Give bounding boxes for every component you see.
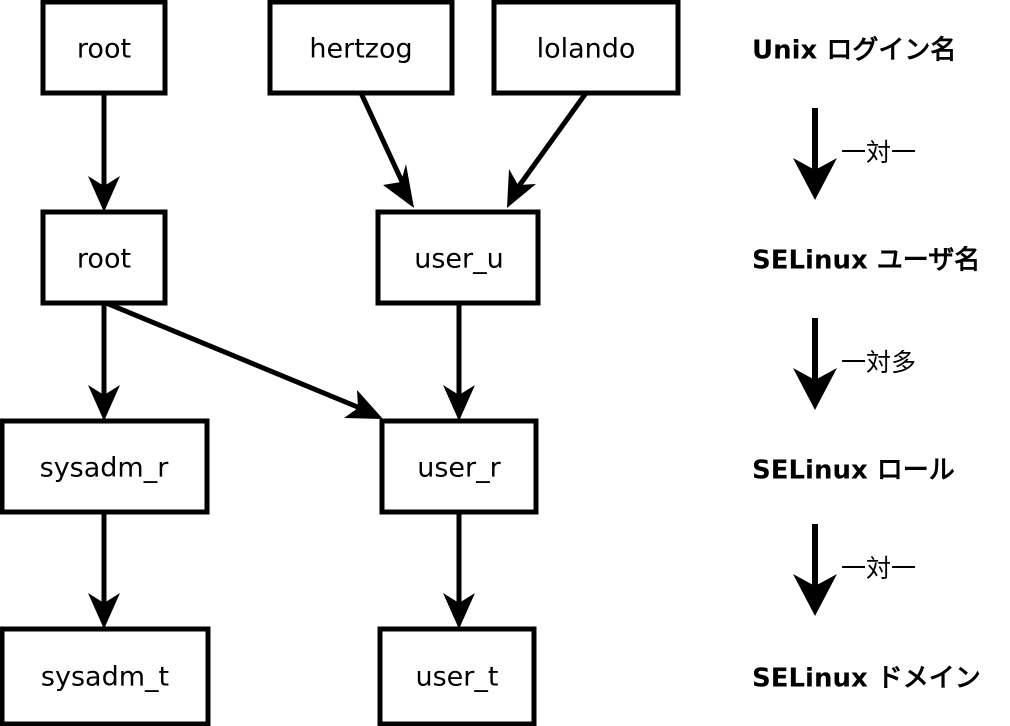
node-box [0, 626, 211, 726]
edge-seroot-to-sysadmr [88, 303, 120, 421]
edge-shaft [105, 300, 361, 411]
arrow-head-icon [793, 368, 837, 410]
arrow-head-icon [383, 164, 414, 208]
node-unix-hertzog[interactable]: hertzog [267, 0, 455, 96]
node-domain-sysadm-t[interactable]: sysadm_t [0, 626, 211, 726]
node-box [375, 209, 541, 306]
node-box [40, 209, 168, 306]
node-box [379, 418, 539, 515]
node-layer: root hertzog lolando root user_u sysadm_ [0, 0, 681, 726]
node-seuser-user-u[interactable]: user_u [375, 209, 541, 306]
node-box [0, 418, 210, 515]
node-label: user_u [414, 244, 504, 275]
legend-relation-label: 一対多 [841, 348, 916, 377]
arrow-head-icon [793, 158, 837, 200]
node-unix-root[interactable]: root [40, 0, 168, 96]
edge-shaft [358, 91, 408, 190]
node-label: lolando [537, 34, 636, 65]
edge-lolando-to-useru [507, 91, 589, 208]
arrow-head-icon [443, 593, 475, 629]
arrow-head-icon [88, 176, 120, 212]
node-label: user_t [416, 662, 499, 693]
legend-arrow-one-to-many: 一対多 [793, 318, 916, 410]
legend-selinux-user-label: SELinux ユーザ名 [752, 245, 980, 276]
legend-unix-login-label: Unix ログイン名 [752, 35, 956, 66]
node-box [267, 0, 455, 96]
edge-seroot-to-userr [105, 300, 383, 419]
edge-root-to-seroot [88, 93, 120, 212]
edge-useru-to-userr [443, 303, 475, 421]
arrow-head-icon [88, 385, 120, 421]
node-box [40, 0, 168, 96]
node-box [491, 0, 681, 96]
node-seuser-root[interactable]: root [40, 209, 168, 306]
arrow-head-icon [344, 390, 383, 419]
legend-relation-label: 一対一 [841, 138, 916, 167]
legend-selinux-role-label: SELinux ロール [752, 456, 955, 486]
legend-relation-label: 一対一 [841, 554, 916, 583]
legend-column: Unix ログイン名 一対一 SELinux ユーザ名 一対多 SELinux … [752, 35, 981, 694]
legend-selinux-domain-label: SELinux ドメイン [752, 664, 981, 694]
legend-arrow-one-to-one-upper: 一対一 [793, 108, 916, 200]
arrow-head-icon [793, 574, 837, 616]
edge-sysadmr-to-sysadmt [88, 512, 120, 629]
edge-shaft [516, 91, 589, 188]
legend-arrow-one-to-one-lower: 一対一 [793, 524, 916, 616]
edge-hertzog-to-useru [358, 91, 414, 208]
node-unix-lolando[interactable]: lolando [491, 0, 681, 96]
node-label: user_r [417, 453, 501, 484]
node-label: root [77, 244, 131, 275]
edge-userr-to-usert [443, 512, 475, 629]
node-domain-user-t[interactable]: user_t [377, 626, 537, 726]
arrow-head-icon [88, 593, 120, 629]
arrow-head-icon [507, 169, 536, 208]
node-label: sysadm_r [40, 453, 170, 484]
node-label: hertzog [309, 34, 412, 65]
node-box [377, 626, 537, 726]
arrow-head-icon [443, 385, 475, 421]
node-label: sysadm_t [41, 662, 169, 693]
edge-layer [88, 91, 589, 629]
node-role-user-r[interactable]: user_r [379, 418, 539, 515]
node-role-sysadm-r[interactable]: sysadm_r [0, 418, 210, 515]
node-label: root [77, 34, 131, 65]
